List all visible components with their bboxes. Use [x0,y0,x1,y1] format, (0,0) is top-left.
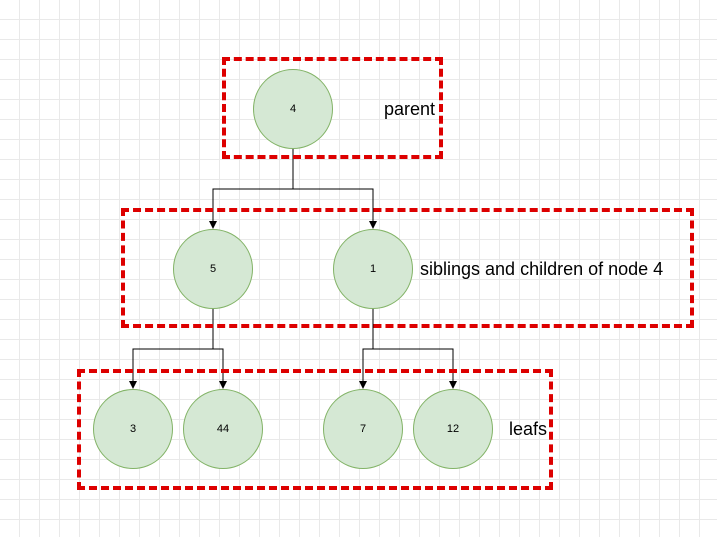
leafs-label: leafs [509,419,548,439]
edge-n1-n12 [372,309,457,389]
edge-n5-n44 [212,309,227,389]
node-44: 44 [183,389,263,469]
node-1: 1 [333,229,413,309]
leafs-group-box [77,369,553,490]
node-5: 5 [173,229,253,309]
parent-group-box [222,57,443,159]
children-group-box [121,208,694,328]
parent-label: parent [384,99,436,119]
node-3: 3 [93,389,173,469]
node-7: 7 [323,389,403,469]
node-4: 4 [253,69,333,149]
children-label: siblings and children of node 4 [420,259,664,279]
node-12: 12 [413,389,493,469]
